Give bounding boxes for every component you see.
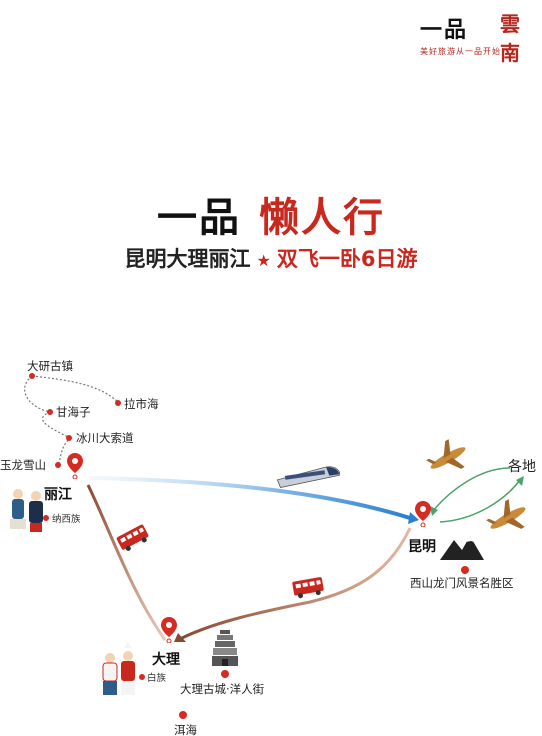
spot-dot xyxy=(47,409,53,415)
map-pin-icon xyxy=(161,617,177,643)
brand-logo: 一品 雲南 美好旅游从一品开始! xyxy=(420,8,535,65)
bai-people-illustration xyxy=(102,642,135,695)
brand-slogan: 美好旅游从一品开始! xyxy=(420,47,506,56)
spot-dot xyxy=(29,373,35,379)
people-dot xyxy=(139,674,145,680)
route-lines xyxy=(10,375,526,695)
flight-out xyxy=(439,479,521,523)
spot-dot xyxy=(66,435,72,441)
city-dali: 大理 xyxy=(152,652,180,668)
map-pin-icon xyxy=(415,501,431,527)
road-arrow xyxy=(174,633,186,642)
airplane-icon xyxy=(426,439,466,469)
star-icon: ★ xyxy=(256,251,271,270)
subtitle-route: 昆明大理丽江 xyxy=(124,247,251,271)
people-dot xyxy=(43,515,49,521)
road-kunming-dali xyxy=(181,527,412,640)
spot-lashihai: 拉市海 xyxy=(124,397,159,411)
pagoda-icon xyxy=(212,630,238,666)
route-map: 大研古镇 拉市海 甘海子 冰川大索道 玉龙雪山 丽江 纳西族 大理 白族 大理古… xyxy=(0,340,542,736)
spot-erhai: 洱海 xyxy=(174,723,197,736)
spot-ganhaizi: 甘海子 xyxy=(56,405,91,419)
rail-arrow xyxy=(408,512,419,524)
city-lijiang: 丽江 xyxy=(44,487,72,503)
train-icon xyxy=(276,466,340,489)
bus-icon xyxy=(116,524,149,551)
lijiang-tour-path xyxy=(24,375,71,466)
spot-dali-old-town: 大理古城·洋人街 xyxy=(180,682,265,696)
spot-dayan: 大研古镇 xyxy=(27,359,73,373)
title-name: 懒人行 xyxy=(259,195,385,241)
spot-yulong-snow-mountain: 玉龙雪山 xyxy=(0,458,46,472)
city-kunming: 昆明 xyxy=(408,539,436,555)
bai-label: 白族 xyxy=(147,673,167,684)
spot-dot xyxy=(55,462,61,468)
naxi-label: 纳西族 xyxy=(52,514,81,525)
airplane-icon xyxy=(486,499,526,529)
flight-in xyxy=(431,467,511,513)
bus-icon xyxy=(292,577,324,599)
spot-xishan-longmen: 西山龙门风景名胜区 xyxy=(410,576,514,590)
lijiang-tour-branch xyxy=(31,375,119,403)
spot-glacier-cableway: 冰川大索道 xyxy=(76,431,134,445)
road-lijiang-dali xyxy=(86,484,167,641)
page-title: 一品懒人行 xyxy=(0,185,542,243)
spot-dot xyxy=(179,711,187,719)
subtitle-trip: 双飞一卧6日游 xyxy=(276,247,418,271)
spot-dot xyxy=(461,566,469,574)
mountain-icon xyxy=(440,536,484,560)
naxi-people-illustration xyxy=(10,489,43,532)
logo-seal: 雲南 xyxy=(500,12,520,65)
origin-label: 各地 xyxy=(508,459,536,475)
page-subtitle: 昆明大理丽江 ★ 双飞一卧6日游 xyxy=(0,243,542,273)
spot-dot xyxy=(221,670,229,678)
title-brand: 一品 xyxy=(157,194,241,241)
spot-dot xyxy=(115,400,121,406)
rail-line xyxy=(89,476,411,520)
map-pin-icon xyxy=(67,453,83,479)
logo-text: 一品 xyxy=(420,17,469,43)
